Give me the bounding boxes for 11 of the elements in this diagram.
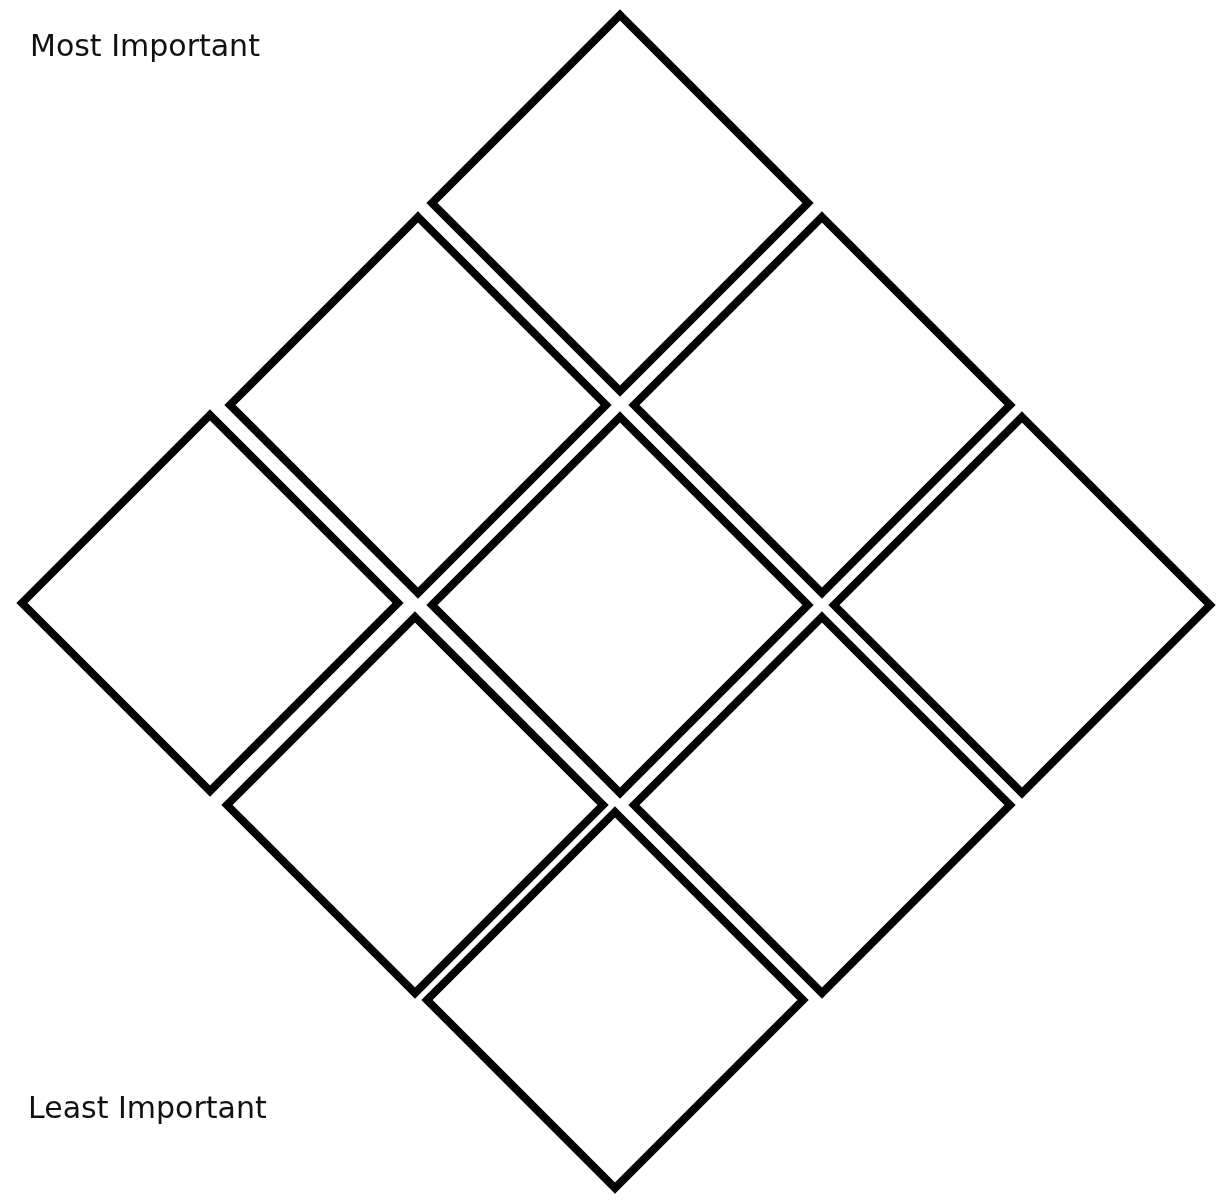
diamond-box: [629, 612, 1015, 998]
diamond-box: [427, 10, 813, 396]
ranking-label: Most Important: [30, 28, 260, 63]
diamond-box: [829, 412, 1215, 798]
diamond-box: [225, 212, 611, 598]
diamond-box: [222, 612, 608, 998]
diamond-box: [629, 212, 1015, 598]
ranking-label: Least Important: [28, 1090, 267, 1125]
diamond-box: [17, 410, 403, 796]
diamond-box: [422, 807, 808, 1193]
diamond-box: [427, 412, 813, 798]
